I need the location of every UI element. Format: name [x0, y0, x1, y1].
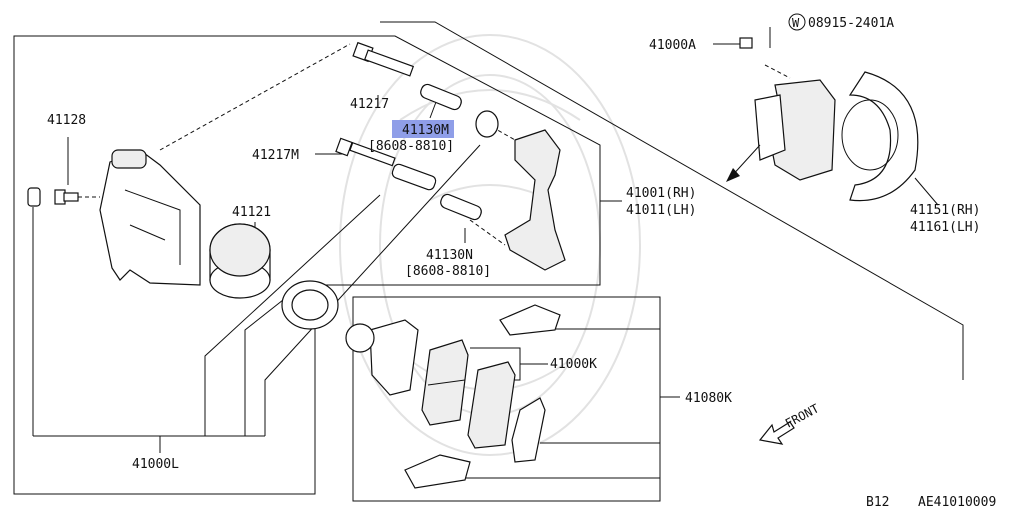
sleeve-m-part — [420, 83, 462, 111]
shim-outer-part — [369, 319, 419, 396]
piston-seal-part — [281, 280, 339, 330]
label-41000A[interactable]: 41000A — [649, 38, 696, 53]
sleeve-n-part — [440, 193, 482, 221]
leader-lines — [32, 27, 939, 479]
label-41161[interactable]: 41161(LH) — [910, 220, 980, 235]
assembly-bracket — [380, 21, 964, 380]
pad-kit-box — [352, 296, 661, 502]
anti-squeal-shim-part — [511, 397, 546, 463]
label-41080K[interactable]: 41080K — [685, 391, 732, 406]
label-41011[interactable]: 41011(LH) — [626, 203, 696, 218]
label-41130M[interactable]: 41130M — [402, 123, 449, 138]
guide-pin-part — [352, 41, 415, 77]
label-41130N[interactable]: 41130N — [426, 248, 473, 263]
main-frame — [13, 35, 601, 495]
brake-pad-outer-part — [467, 361, 516, 449]
support-bracket-part — [504, 129, 566, 271]
washer-symbol-text: W — [792, 16, 800, 30]
wear-indicator-part — [345, 323, 375, 353]
label-41217[interactable]: 41217 — [350, 97, 389, 112]
caliper-assembly-part — [739, 37, 836, 181]
bolt-m-part — [335, 137, 437, 191]
label-41130M-date: [8608-8810] — [368, 139, 454, 154]
label-41130N-date: [8608-8810] — [405, 264, 491, 279]
brake-pad-inner-part — [421, 339, 469, 426]
label-41217M[interactable]: 41217M — [252, 148, 299, 163]
caliper-body-part — [99, 149, 201, 286]
label-41001[interactable]: 41001(RH) — [626, 186, 696, 201]
label-41121[interactable]: 41121 — [232, 205, 271, 220]
front-label: FRONT — [783, 401, 821, 430]
label-41128[interactable]: 41128 — [47, 113, 86, 128]
piston-part — [209, 223, 271, 299]
bleeder-screw-part — [54, 189, 79, 205]
label-41151[interactable]: 41151(RH) — [910, 203, 980, 218]
label-08915[interactable]: 08915-2401A — [808, 16, 894, 31]
pad-clip-upper-part — [499, 304, 561, 336]
end-cap-part — [27, 187, 41, 207]
boot-part — [475, 110, 499, 138]
dust-shield-part — [841, 71, 919, 202]
label-41000K[interactable]: 41000K — [550, 357, 597, 372]
highlight-41130M — [392, 120, 454, 138]
pad-clip-lower-part — [404, 454, 471, 489]
assembly-arrow — [726, 144, 761, 182]
footer-code: AE41010009 — [918, 495, 996, 510]
front-arrow — [758, 421, 795, 445]
label-41000L[interactable]: 41000L — [132, 457, 179, 472]
washer-symbol-icon — [788, 13, 806, 31]
footer-section: B12 — [866, 495, 889, 510]
assembly-dashes — [64, 43, 791, 246]
